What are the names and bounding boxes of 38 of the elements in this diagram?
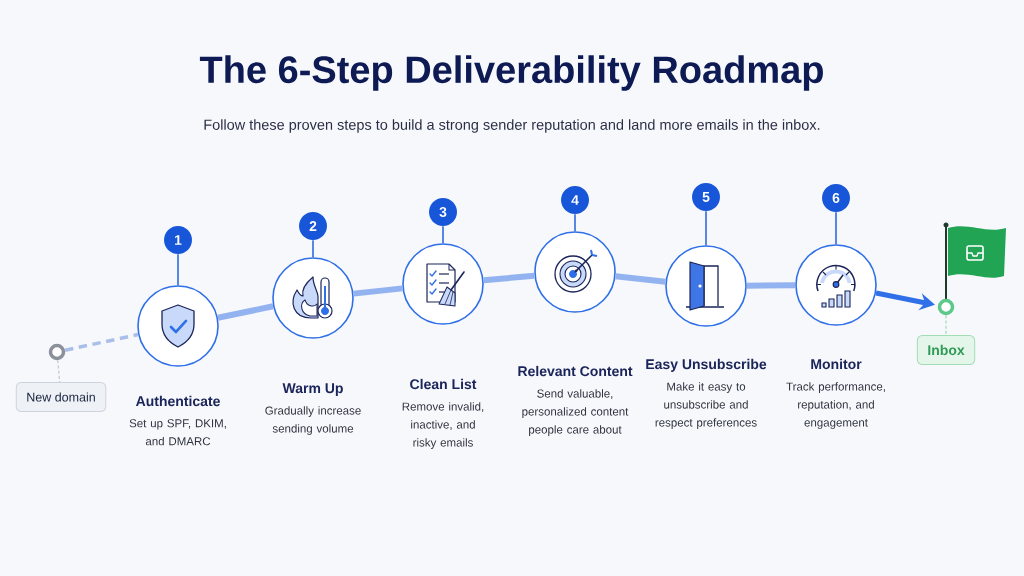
dashed-line xyxy=(64,332,139,352)
dashed-line xyxy=(57,359,61,383)
connector-line xyxy=(177,253,179,286)
road-line xyxy=(615,273,666,285)
number-badge: 3 xyxy=(429,198,457,226)
number-badge: 4 xyxy=(561,186,589,214)
step-description: Send valuable, personalized content people care about xyxy=(522,389,629,436)
step-description: Make it easy to unsubscribe and respect preferences xyxy=(655,382,757,429)
subtitle: Follow these proven steps to build a strong sender reputation and land more emails in the inbox. xyxy=(204,119,820,133)
ring-marker xyxy=(48,343,66,361)
number-badge: 2 xyxy=(299,212,327,240)
ring-marker xyxy=(937,298,955,316)
step-description: Set up SPF, DKIM, and DMARC xyxy=(129,419,226,446)
step-description: Remove invalid, inactive, and risky emails xyxy=(402,402,484,449)
road-line xyxy=(483,272,535,284)
connector-line xyxy=(574,213,576,232)
step-description: Track performance, reputation, and engagement xyxy=(786,382,885,429)
connector-line xyxy=(705,210,707,246)
step-heading: Warm Up xyxy=(282,383,343,396)
label-tag: New domain xyxy=(15,382,107,412)
step-description: Gradually increase sending volume xyxy=(265,406,361,435)
connector-line xyxy=(835,211,837,245)
step-heading: Clean List xyxy=(410,378,477,390)
step-heading: Easy Unsubscribe xyxy=(646,358,767,372)
step-heading: Monitor xyxy=(811,358,862,370)
road-line xyxy=(746,282,796,289)
step-heading: Authenticate xyxy=(135,395,220,407)
connector-line xyxy=(442,225,444,244)
number-badge: 6 xyxy=(822,184,850,212)
number-badge: 1 xyxy=(164,226,192,254)
dashed-line xyxy=(945,314,947,336)
step-heading: Relevant Content xyxy=(518,365,633,377)
road-line xyxy=(217,303,274,321)
connector-line xyxy=(312,239,314,258)
title: The 6-Step Deliverability Roadmap xyxy=(199,55,823,91)
road-line xyxy=(353,285,403,297)
number-badge: 5 xyxy=(692,183,720,211)
label-tag: Inbox xyxy=(916,335,976,365)
